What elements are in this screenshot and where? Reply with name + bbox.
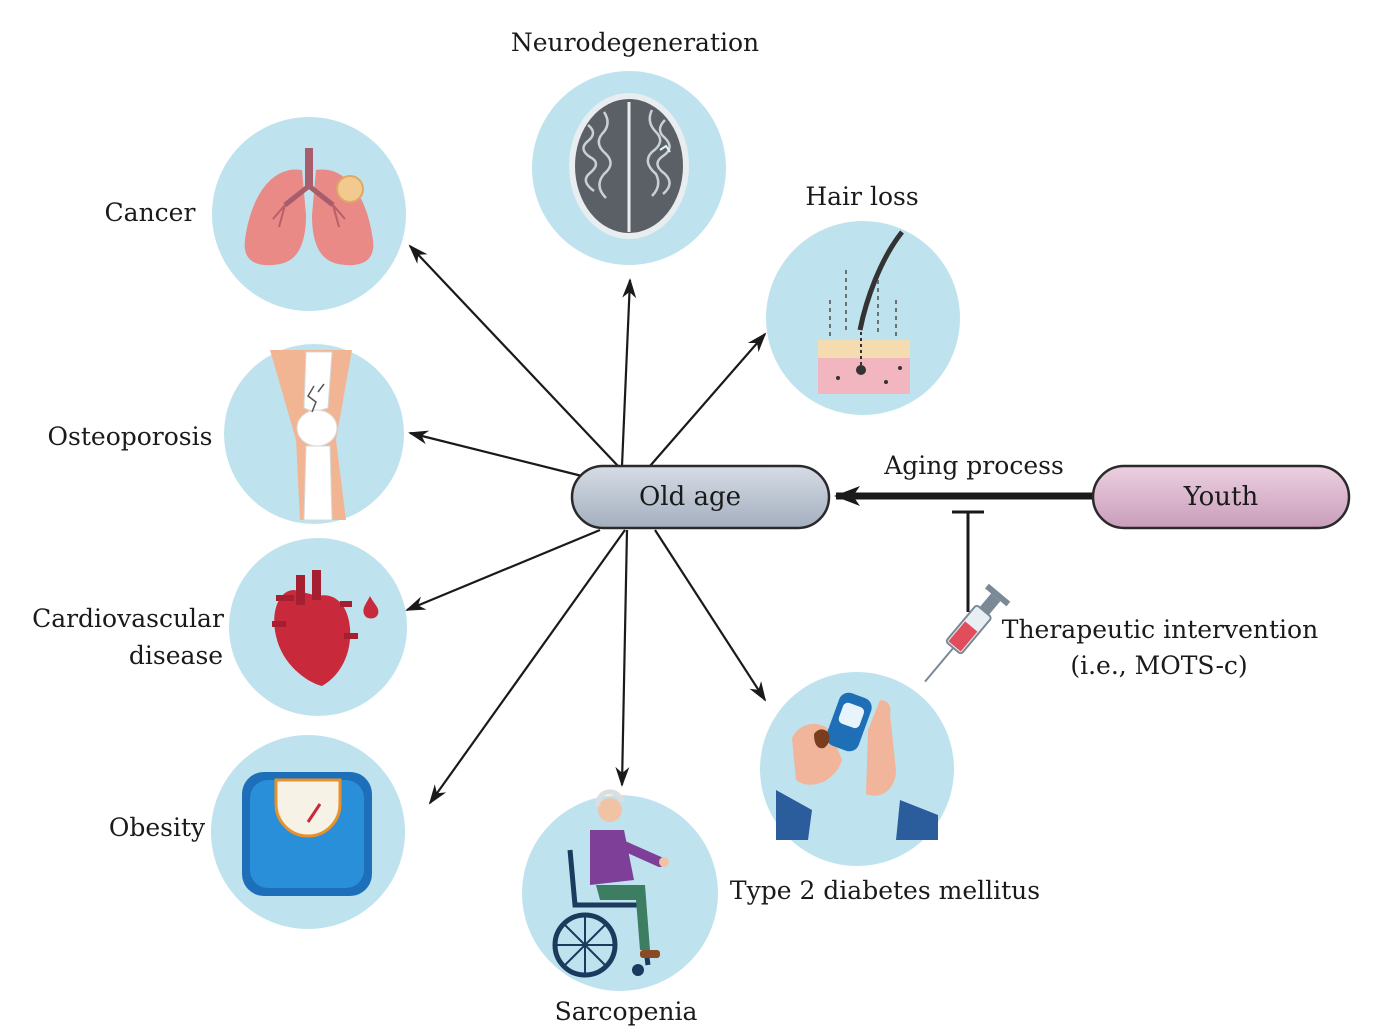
hair-loss-label: Hair loss [805, 182, 918, 211]
hair-follicle-icon [818, 230, 910, 394]
old-age-pill: Old age [570, 464, 831, 530]
intervention-label-line1: Therapeutic intervention [1002, 615, 1318, 644]
neurodegeneration-label: Neurodegeneration [511, 28, 759, 57]
obesity-label: Obesity [109, 813, 206, 842]
sarcopenia-label: Sarcopenia [555, 997, 698, 1026]
osteoporosis-label: Osteoporosis [48, 422, 213, 451]
glucose-meter-icon [776, 692, 938, 840]
t2dm-label: Type 2 diabetes mellitus [730, 876, 1040, 905]
syringe-icon [924, 583, 1011, 683]
cancer-label: Cancer [105, 198, 196, 227]
youth-label: Youth [1183, 482, 1259, 512]
cancer-node: Cancer [105, 117, 406, 311]
sarcopenia-node: Sarcopenia [522, 789, 718, 1026]
arrow-to-osteoporosis [408, 430, 583, 478]
arrow-to-neurodegeneration [620, 278, 637, 467]
arrow-to-cardiovascular [405, 528, 601, 612]
knee-bone-icon [270, 350, 352, 521]
cardiovascular-label-line2: disease [129, 641, 223, 670]
intervention-node: Therapeutic intervention (i.e., MOTS-c) [924, 583, 1318, 683]
old-age-label: Old age [639, 482, 741, 512]
wheelchair-elder-icon [552, 789, 669, 978]
youth-pill: Youth [1091, 464, 1351, 530]
arrow-to-t2dm [654, 529, 767, 702]
arrow-to-hair-loss [649, 332, 767, 467]
hair-loss-node: Hair loss [766, 182, 960, 415]
t2dm-node: Type 2 diabetes mellitus [730, 672, 1040, 905]
arrow-to-cancer [408, 244, 619, 467]
intervention-label-line2: (i.e., MOTS-c) [1070, 651, 1247, 680]
arrow-to-obesity [428, 529, 626, 805]
obesity-node: Obesity [109, 735, 405, 929]
arrows [405, 244, 1095, 805]
cardiovascular-node: Cardiovascular disease [32, 538, 407, 716]
cardiovascular-label-line1: Cardiovascular [32, 604, 224, 633]
osteoporosis-node: Osteoporosis [48, 344, 404, 524]
arrow-to-sarcopenia [615, 529, 630, 787]
lungs-tumor-icon [244, 148, 374, 266]
neurodegeneration-node: Neurodegeneration [511, 28, 759, 265]
brain-icon [569, 93, 689, 239]
weight-scale-icon [242, 772, 372, 896]
aging-process-label: Aging process [883, 451, 1064, 480]
heart-icon [272, 570, 379, 686]
